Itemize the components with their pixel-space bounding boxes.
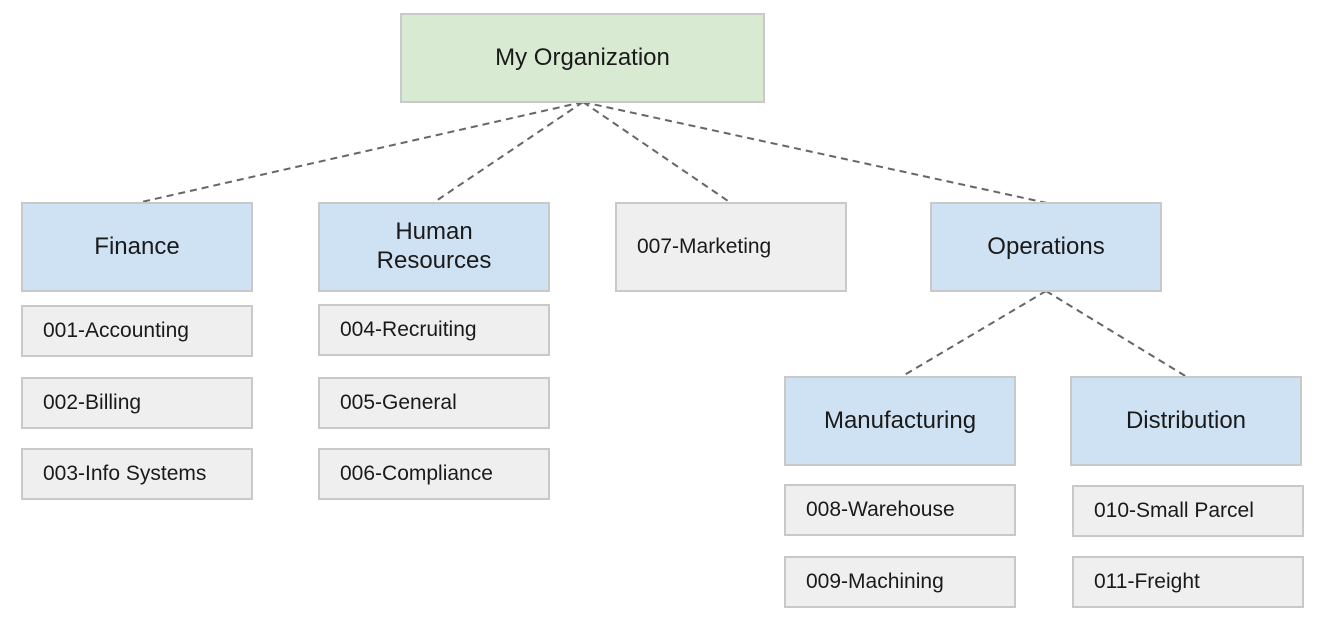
node-recruiting[interactable]: 004-Recruiting bbox=[318, 304, 550, 356]
node-finance[interactable]: Finance bbox=[21, 202, 253, 292]
node-label: 004-Recruiting bbox=[340, 318, 477, 342]
connector-operations-distribution bbox=[1045, 290, 1188, 378]
node-label: 008-Warehouse bbox=[806, 498, 955, 522]
connector-root-human-resources bbox=[432, 101, 584, 204]
node-label: 010-Small Parcel bbox=[1094, 499, 1254, 523]
node-manufacturing[interactable]: Manufacturing bbox=[784, 376, 1016, 466]
node-operations[interactable]: Operations bbox=[930, 202, 1162, 292]
node-small-parcel[interactable]: 010-Small Parcel bbox=[1072, 485, 1304, 537]
node-warehouse[interactable]: 008-Warehouse bbox=[784, 484, 1016, 536]
node-label: 009-Machining bbox=[806, 570, 944, 594]
node-label: 006-Compliance bbox=[340, 462, 493, 486]
node-marketing[interactable]: 007-Marketing bbox=[615, 202, 847, 292]
node-distribution[interactable]: Distribution bbox=[1070, 376, 1302, 466]
node-label: Human Resources bbox=[376, 218, 492, 274]
node-info-systems[interactable]: 003-Info Systems bbox=[21, 448, 253, 500]
node-label: Manufacturing bbox=[823, 406, 977, 434]
node-human-resources[interactable]: Human Resources bbox=[318, 202, 550, 292]
node-label: 007-Marketing bbox=[637, 235, 772, 259]
connector-root-finance bbox=[136, 101, 584, 204]
node-billing[interactable]: 002-Billing bbox=[21, 377, 253, 429]
node-general[interactable]: 005-General bbox=[318, 377, 550, 429]
connector-operations-manufacturing bbox=[900, 290, 1047, 378]
node-freight[interactable]: 011-Freight bbox=[1072, 556, 1304, 608]
node-label: Operations bbox=[987, 232, 1105, 260]
node-accounting[interactable]: 001-Accounting bbox=[21, 305, 253, 357]
node-label: 002-Billing bbox=[43, 391, 142, 415]
node-label: Distribution bbox=[1125, 406, 1247, 434]
connector-root-operations bbox=[582, 101, 1048, 204]
node-label: Finance bbox=[94, 232, 180, 260]
node-machining[interactable]: 009-Machining bbox=[784, 556, 1016, 608]
node-compliance[interactable]: 006-Compliance bbox=[318, 448, 550, 500]
node-my-organization[interactable]: My Organization bbox=[400, 13, 765, 103]
node-label: My Organization bbox=[495, 43, 670, 71]
node-label: 011-Freight bbox=[1094, 570, 1200, 594]
node-label: 005-General bbox=[340, 391, 457, 415]
connector-root-marketing bbox=[582, 101, 732, 204]
node-label: 003-Info Systems bbox=[43, 462, 207, 486]
node-label: 001-Accounting bbox=[43, 319, 189, 343]
